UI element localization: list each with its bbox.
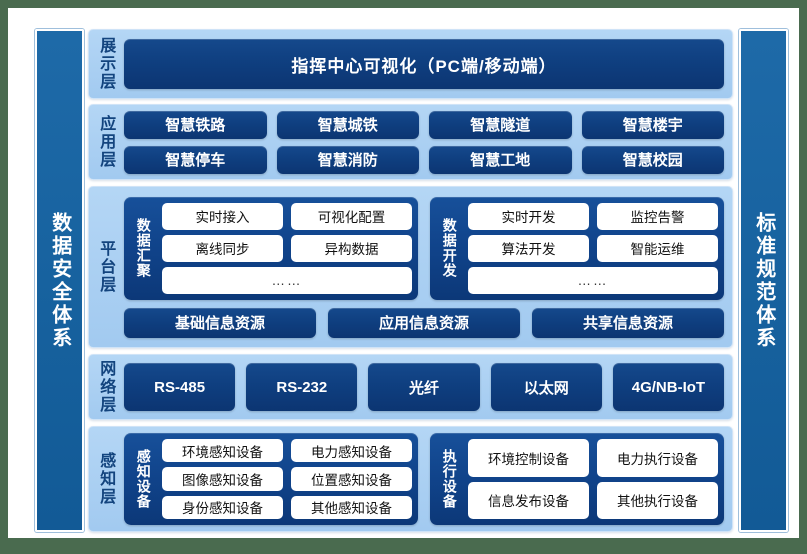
app-item[interactable]: 智慧消防 (276, 145, 419, 174)
platform-resource-item[interactable]: 共享信息资源 (532, 307, 724, 338)
layer-perception: 感知层 感知设备 环境感知设备 电力感知设备 图像感知设备 位置感知设备 (88, 426, 733, 532)
layer-application-body: 智慧铁路 智慧城铁 智慧隧道 智慧楼宇 智慧停车 智慧消防 智慧工地 智慧校园 (122, 105, 732, 179)
display-command-center-item[interactable]: 指挥中心可视化（PC端/移动端） (124, 39, 724, 89)
application-grid: 智慧铁路 智慧城铁 智慧隧道 智慧楼宇 智慧停车 智慧消防 智慧工地 智慧校园 (124, 110, 724, 174)
platform-item-more[interactable]: …… (162, 266, 412, 294)
layer-platform-body: 数据汇聚 实时接入 可视化配置 离线同步 异构数据 …… 数 (122, 187, 732, 347)
platform-group-data-aggregation: 数据汇聚 实时接入 可视化配置 离线同步 异构数据 …… (124, 196, 418, 300)
perception-group-0-label-wrap: 感知设备 (130, 439, 156, 519)
platform-resource-item[interactable]: 基础信息资源 (124, 307, 316, 338)
platform-item[interactable]: 实时开发 (468, 202, 589, 230)
platform-group-data-development: 数据开发 实时开发 监控告警 算法开发 智能运维 …… (430, 196, 724, 300)
network-item[interactable]: 4G/NB-IoT (612, 363, 725, 411)
layer-network-label-wrap: 网络层 (89, 355, 122, 419)
platform-group-0-title: 数据汇聚 (135, 218, 152, 278)
layer-network-body: RS-485 RS-232 光纤 以太网 4G/NB-IoT (122, 355, 732, 419)
layer-platform: 平台层 数据汇聚 实时接入 可视化配置 离线同步 异构数据 (88, 186, 733, 348)
layer-application: 应用层 智慧铁路 智慧城铁 智慧隧道 智慧楼宇 智慧停车 智慧消防 智慧工地 智… (88, 104, 733, 180)
platform-item[interactable]: 算法开发 (468, 234, 589, 262)
layer-platform-label-wrap: 平台层 (89, 187, 122, 347)
layer-network-label: 网络层 (97, 360, 115, 414)
app-item[interactable]: 智慧楼宇 (581, 110, 724, 139)
layer-perception-label: 感知层 (97, 452, 115, 506)
layer-application-label-wrap: 应用层 (89, 105, 122, 179)
perception-item[interactable]: 环境感知设备 (162, 439, 283, 463)
app-item[interactable]: 智慧工地 (429, 145, 572, 174)
app-item[interactable]: 智慧城铁 (276, 110, 419, 139)
network-item[interactable]: RS-232 (246, 363, 358, 411)
pillar-left-label: 数据安全体系 (48, 211, 71, 350)
perception-group-0-items: 环境感知设备 电力感知设备 图像感知设备 位置感知设备 身份感知设备 其他感知设… (156, 439, 412, 519)
layer-platform-label: 平台层 (97, 240, 115, 294)
app-item[interactable]: 智慧校园 (581, 145, 724, 174)
platform-resource-row: 基础信息资源 应用信息资源 共享信息资源 (124, 307, 724, 338)
perception-item[interactable]: 位置感知设备 (291, 467, 412, 491)
platform-item[interactable]: 实时接入 (162, 202, 283, 230)
network-item[interactable]: RS-485 (124, 363, 236, 411)
pillar-data-security: 数据安全体系 (35, 29, 84, 532)
network-item[interactable]: 光纤 (368, 363, 480, 411)
app-item[interactable]: 智慧隧道 (429, 110, 572, 139)
perception-item[interactable]: 环境控制设备 (468, 439, 589, 477)
platform-group-1-items: 实时开发 监控告警 算法开发 智能运维 …… (462, 202, 718, 294)
diagram-background: 数据安全体系 标准规范体系 展示层 指挥中心可视化（PC端/移动端） 应用层 智… (8, 8, 799, 538)
platform-group-0-items: 实时接入 可视化配置 离线同步 异构数据 …… (156, 202, 412, 294)
layer-display-label: 展示层 (97, 37, 115, 91)
network-row: RS-485 RS-232 光纤 以太网 4G/NB-IoT (124, 363, 725, 411)
perception-group-1-items: 环境控制设备 电力执行设备 信息发布设备 其他执行设备 (462, 439, 718, 519)
layer-display-body: 指挥中心可视化（PC端/移动端） (122, 30, 732, 98)
perception-item[interactable]: 图像感知设备 (162, 467, 283, 491)
layer-perception-body: 感知设备 环境感知设备 电力感知设备 图像感知设备 位置感知设备 身份感知设备 … (122, 427, 732, 531)
platform-item-more[interactable]: …… (468, 266, 718, 294)
platform-item[interactable]: 异构数据 (291, 234, 412, 262)
pillar-standards-spec: 标准规范体系 (739, 29, 788, 532)
perception-item[interactable]: 其他感知设备 (291, 495, 412, 519)
perception-group-0-title: 感知设备 (135, 449, 152, 509)
platform-item[interactable]: 离线同步 (162, 234, 283, 262)
perception-group-actuating-devices: 执行设备 环境控制设备 电力执行设备 信息发布设备 其他执行设备 (430, 433, 724, 525)
perception-groups: 感知设备 环境感知设备 电力感知设备 图像感知设备 位置感知设备 身份感知设备 … (124, 433, 724, 525)
pillar-right-label: 标准规范体系 (752, 211, 775, 350)
platform-item[interactable]: 监控告警 (597, 202, 718, 230)
perception-group-1-title: 执行设备 (441, 449, 458, 509)
layer-display: 展示层 指挥中心可视化（PC端/移动端） (88, 29, 733, 99)
layer-perception-label-wrap: 感知层 (89, 427, 122, 531)
platform-item[interactable]: 可视化配置 (291, 202, 412, 230)
perception-group-1-label-wrap: 执行设备 (436, 439, 462, 519)
perception-item[interactable]: 电力执行设备 (597, 439, 718, 477)
platform-group-0-label-wrap: 数据汇聚 (130, 203, 156, 294)
network-item[interactable]: 以太网 (490, 363, 602, 411)
perception-item[interactable]: 身份感知设备 (162, 495, 283, 519)
layer-display-label-wrap: 展示层 (89, 30, 122, 98)
layer-network: 网络层 RS-485 RS-232 光纤 以太网 4G/NB-IoT (88, 354, 733, 420)
platform-group-1-label-wrap: 数据开发 (436, 203, 462, 294)
platform-resource-item[interactable]: 应用信息资源 (328, 307, 520, 338)
perception-group-sensing-devices: 感知设备 环境感知设备 电力感知设备 图像感知设备 位置感知设备 身份感知设备 … (124, 433, 418, 525)
layer-application-label: 应用层 (97, 115, 115, 169)
perception-item[interactable]: 信息发布设备 (468, 481, 589, 519)
platform-group-1-title: 数据开发 (441, 218, 458, 278)
platform-groups: 数据汇聚 实时接入 可视化配置 离线同步 异构数据 …… 数 (124, 196, 724, 300)
perception-item[interactable]: 电力感知设备 (291, 439, 412, 463)
app-item[interactable]: 智慧停车 (124, 145, 267, 174)
platform-item[interactable]: 智能运维 (597, 234, 718, 262)
app-item[interactable]: 智慧铁路 (124, 110, 267, 139)
perception-item[interactable]: 其他执行设备 (597, 481, 718, 519)
